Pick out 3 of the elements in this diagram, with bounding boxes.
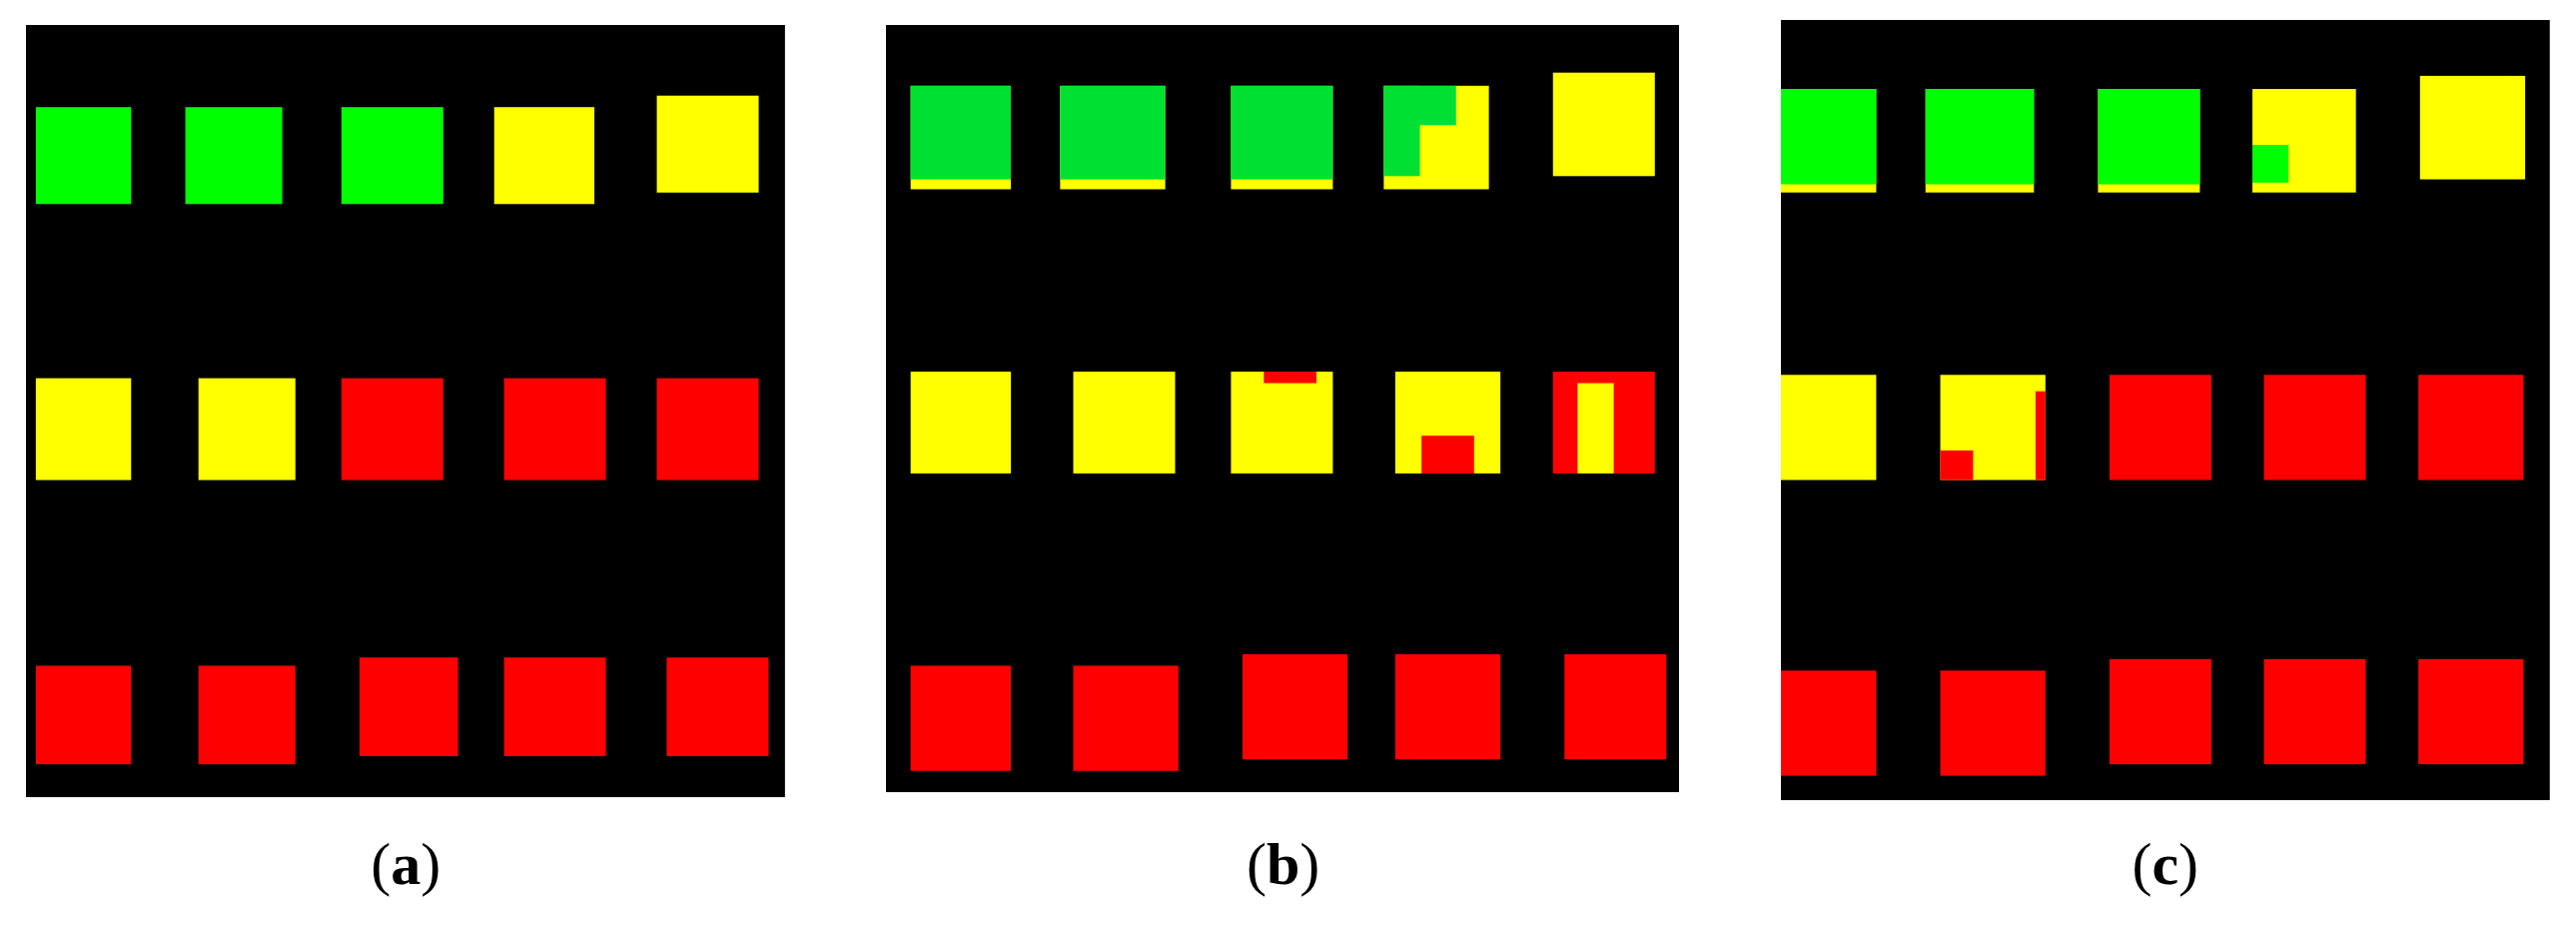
panel-caption: (b)	[1245, 829, 1321, 899]
panel-caption: (c)	[2131, 829, 2200, 899]
panel-caption: (a)	[370, 829, 442, 899]
